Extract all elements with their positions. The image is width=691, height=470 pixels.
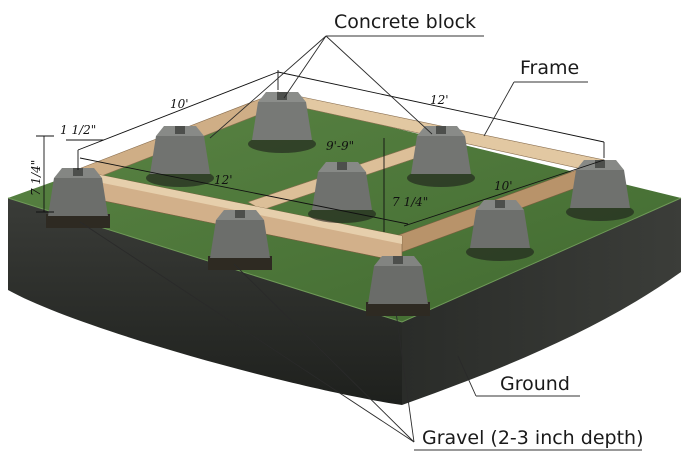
dim-beam-offset: 1 1/2" [60,123,96,137]
soil-front-face [8,198,402,405]
dim-back-left-length: 10' [170,97,189,111]
concrete-block [46,168,110,228]
soil-right-face [402,198,681,405]
concrete-block [466,200,534,261]
concrete-block [248,92,316,153]
concrete-block [308,162,376,223]
label-concrete-block: Concrete block [334,11,476,33]
concrete-block [566,160,634,221]
leader-lines [79,35,515,443]
label-ground: Ground [500,373,570,395]
dim-center-span: 9'-9" [326,139,354,153]
concrete-blocks [46,92,634,316]
dim-center-block-height: 7 1/4" [392,195,428,209]
dimension-lines [36,70,605,232]
dim-front-left-length: 12' [214,173,233,187]
dim-block-height: 7 1/4" [29,160,43,196]
concrete-block [208,210,272,270]
dim-back-right-length: 12' [430,93,449,107]
concrete-block [407,126,475,187]
concrete-block [366,256,430,316]
label-frame: Frame [520,57,579,79]
dim-front-right-length: 10' [494,179,513,193]
label-gravel: Gravel (2-3 inch depth) [422,427,643,449]
